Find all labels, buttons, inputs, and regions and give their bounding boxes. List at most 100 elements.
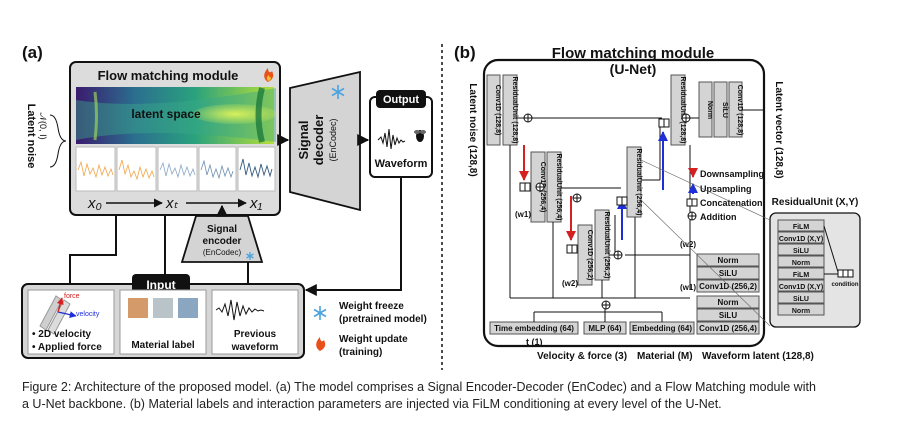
upsampling-arrows	[617, 131, 668, 240]
waveform-label: Waveform	[375, 158, 428, 170]
svg-text:Norm: Norm	[792, 260, 810, 267]
waveform-stack: Norm SiLU Conv1D (256,2) Norm SiLU Conv1…	[696, 253, 760, 335]
svg-text:ResidualUnit (128,8): ResidualUnit (128,8)	[511, 77, 518, 144]
material-swatch-3	[178, 298, 198, 318]
svg-text:SiLU: SiLU	[793, 296, 809, 303]
force-label: force	[64, 293, 80, 300]
previous-waveform-1: Previous	[234, 329, 277, 340]
caption-line-1: Figure 2: Architecture of the proposed m…	[22, 380, 816, 394]
svg-text:Upsampling: Upsampling	[700, 184, 752, 194]
svg-text:FiLM: FiLM	[793, 224, 809, 231]
downsampling-arrows	[519, 145, 576, 241]
output-waveform-icon	[377, 128, 406, 150]
latent-noise-side: Latent noise (128,8)	[467, 83, 478, 176]
w2-label-right: (w2)	[680, 240, 696, 249]
unet-blocks: Conv1D (128,8) ResidualUnit (128,8) Conv…	[486, 74, 743, 286]
signal-thumbnails	[75, 146, 276, 192]
previous-waveform-2: waveform	[231, 342, 279, 353]
svg-text:encoder: encoder	[203, 236, 242, 247]
previous-waveform-icon	[215, 299, 265, 321]
fly-icon	[414, 130, 426, 142]
fire-icon	[264, 68, 274, 82]
svg-text:Time embedding (64): Time embedding (64)	[494, 324, 574, 333]
svg-text:MLP (64): MLP (64)	[588, 324, 622, 333]
svg-text:Norm: Norm	[718, 256, 739, 265]
svg-text:xₜ: xₜ	[165, 195, 179, 212]
svg-text:SiLU: SiLU	[719, 311, 737, 320]
svg-text:x₁: x₁	[249, 195, 263, 212]
latent-vector-side: Latent vector (128,8)	[773, 81, 784, 178]
caption-line-2: a U-Net backbone. (b) Material labels an…	[22, 397, 722, 411]
latent-space-label: latent space	[131, 107, 201, 121]
svg-text:SiLU: SiLU	[793, 248, 809, 255]
unet-connections	[509, 109, 764, 299]
svg-text:Conv1D (256,2): Conv1D (256,2)	[586, 230, 593, 281]
svg-text:Conv1D (256,2): Conv1D (256,2)	[699, 282, 757, 291]
svg-text:Concatenation: Concatenation	[700, 198, 763, 208]
svg-text:(training): (training)	[339, 347, 382, 358]
svg-text:Conv1D (X,Y): Conv1D (X,Y)	[779, 284, 823, 291]
svg-text:SiLU: SiLU	[721, 102, 728, 118]
latent-space-heatmap: latent space	[76, 87, 277, 144]
zoom-line-bottom	[640, 199, 771, 327]
w1-label-right: (w1)	[680, 283, 696, 292]
unet-title-2: (U-Net)	[610, 61, 657, 77]
t-input-label: t (1)	[526, 337, 543, 347]
svg-text:Norm: Norm	[718, 298, 739, 307]
svg-text:Norm: Norm	[792, 308, 810, 315]
svg-text:(pretrained model): (pretrained model)	[339, 314, 427, 325]
figure-caption: Figure 2: Architecture of the proposed m…	[22, 379, 882, 413]
svg-text:𝒩(0, I): 𝒩(0, I)	[38, 112, 48, 139]
svg-text:Signal: Signal	[296, 120, 311, 159]
w1-label-left: (w1)	[515, 210, 531, 219]
svg-text:(EnCodec): (EnCodec)	[328, 118, 338, 161]
svg-text:decoder: decoder	[311, 115, 326, 166]
svg-text:Embedding (64): Embedding (64)	[632, 324, 692, 333]
unet-box	[482, 58, 766, 348]
svg-text:ResidualUnit (128,8): ResidualUnit (128,8)	[679, 77, 686, 144]
svg-text:Signal: Signal	[207, 224, 237, 235]
svg-text:Conv1D (256,4): Conv1D (256,4)	[699, 324, 757, 333]
velocity-label: velocity	[76, 311, 100, 318]
unet-title-1: Flow matching module	[552, 45, 715, 62]
svg-text:Latent noise: Latent noise	[25, 104, 37, 169]
svg-text:Weight update: Weight update	[339, 334, 408, 345]
svg-text:Conv1D (X,Y): Conv1D (X,Y)	[779, 236, 823, 243]
svg-text:Norm: Norm	[706, 101, 713, 119]
svg-text:(EnCodec): (EnCodec)	[203, 248, 242, 257]
svg-text:x₀: x₀	[87, 195, 102, 212]
svg-text:SiLU: SiLU	[719, 269, 737, 278]
output-box: Output Waveform	[369, 90, 433, 178]
velocity-force-input-label: Velocity & force (3)	[537, 351, 627, 362]
snowflake-icon	[331, 85, 345, 99]
svg-text:ResidualUnit (256,4): ResidualUnit (256,4)	[635, 149, 642, 216]
svg-text:Addition: Addition	[700, 212, 737, 222]
material-swatch-1	[128, 298, 148, 318]
input-label: Input	[146, 278, 175, 292]
material-input-label: Material (M)	[637, 351, 693, 362]
svg-text:condition: condition	[832, 282, 859, 288]
material-label-text: Material label	[131, 340, 195, 351]
residual-unit-detail: ResidualUnit (X,Y) FiLM Conv1D (X,Y) SiL…	[769, 197, 861, 328]
output-label: Output	[383, 94, 419, 106]
weight-legend: Weight freeze (pretrained model) Weight …	[313, 301, 427, 358]
svg-text:ResidualUnit (256,2): ResidualUnit (256,2)	[603, 212, 610, 279]
w2-label-left: (w2)	[562, 279, 578, 288]
latent-noise-side-label: Latent noise 𝒩(0, I)	[25, 104, 67, 169]
signal-decoder: Signal decoder (EnCodec)	[289, 70, 361, 212]
bullet-applied-force: • Applied force	[32, 342, 102, 353]
svg-text:Conv1D (128,8): Conv1D (128,8)	[494, 85, 501, 136]
svg-text:ResidualUnit (256,4): ResidualUnit (256,4)	[555, 154, 562, 221]
svg-text:ResidualUnit (X,Y): ResidualUnit (X,Y)	[772, 197, 859, 208]
svg-text:Downsampling: Downsampling	[700, 169, 764, 179]
signal-encoder: Signal encoder (EnCodec)	[180, 215, 264, 263]
input-box: Input force velocity • 2D velocity • App…	[21, 274, 305, 359]
time-axis: x₀ xₜ x₁	[87, 195, 263, 212]
svg-text:Conv1D (128,8): Conv1D (128,8)	[736, 85, 743, 136]
bullet-2d-velocity: • 2D velocity	[32, 329, 92, 340]
svg-text:Weight freeze: Weight freeze	[339, 301, 404, 312]
svg-text:FiLM: FiLM	[793, 272, 809, 279]
zoom-line-top	[640, 159, 771, 221]
panel-b-label: (b)	[454, 43, 476, 62]
